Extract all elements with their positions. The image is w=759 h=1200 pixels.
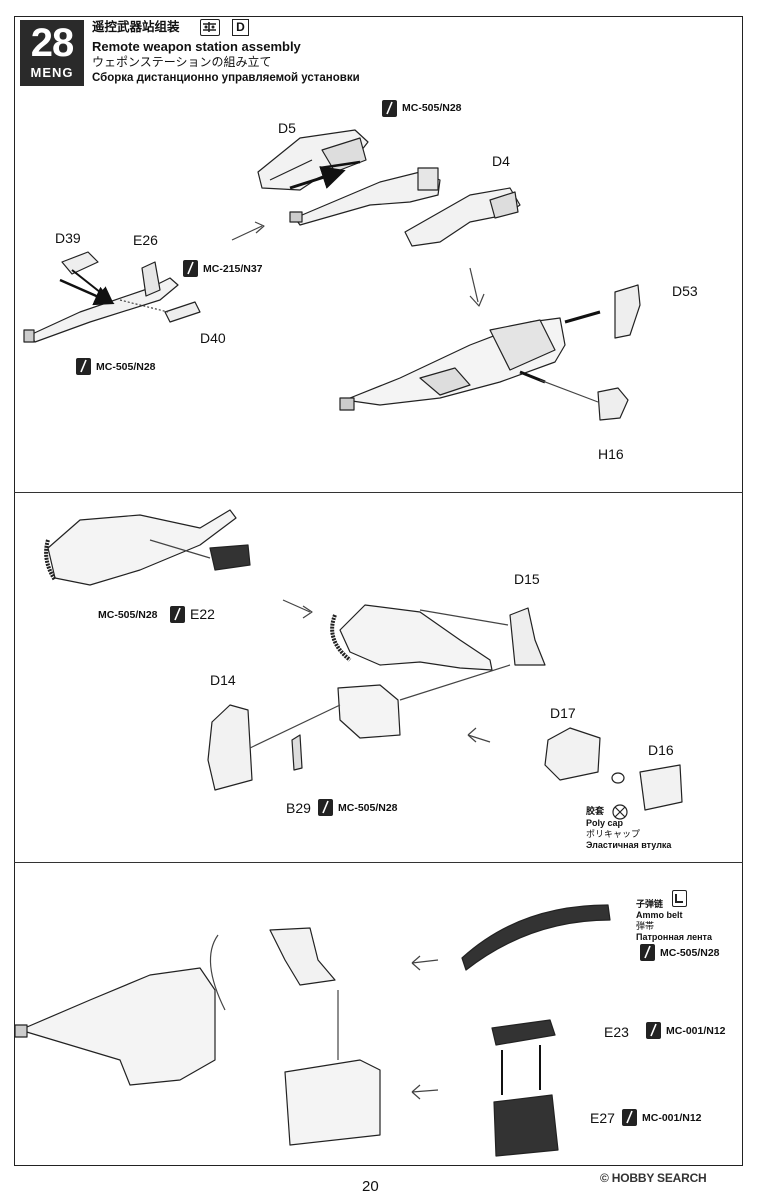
ammo-belt-icon: [672, 890, 687, 907]
part-d17-drawing: [544, 727, 601, 781]
part-d39-drawing: [61, 251, 99, 275]
label-e27: E27: [590, 1110, 615, 1126]
paint-brush-icon: [318, 799, 333, 816]
label-d16: D16: [648, 742, 674, 758]
ammo-box-drawing: [284, 1059, 381, 1146]
paint-code-2: MC-215/N37: [203, 263, 263, 275]
label-d14: D14: [210, 672, 236, 688]
part-d4-drawing: [404, 187, 521, 247]
polycap-ja: ポリキャップ: [586, 829, 641, 839]
part-d14-drawing: [207, 704, 253, 791]
title-ru: Сборка дистанционно управляемой установк…: [92, 72, 360, 84]
paint-code-1: MC-505/N28: [402, 102, 462, 114]
paint-code-6: MC-505/N28: [660, 947, 720, 959]
ammo-belt-en: Ammo belt: [636, 910, 683, 920]
part-b29-drawing: [291, 734, 303, 771]
title-zh: 遥控武器站组装: [92, 20, 180, 34]
paint-code-7: MC-001/N12: [666, 1025, 726, 1037]
paint-brush-icon: [183, 260, 198, 277]
part-e26-barrel-drawing: [23, 261, 179, 343]
label-d5: D5: [278, 120, 296, 136]
label-d39: D39: [55, 230, 81, 246]
section-divider-1: [14, 492, 743, 493]
sprue-tree-icon: [200, 19, 220, 36]
paint-brush-icon: [646, 1022, 661, 1039]
brand-logo: MENG: [30, 65, 74, 80]
sprue-letter-badge: D: [232, 19, 249, 36]
watermark-text: HOBBY SEARCH: [611, 1171, 707, 1185]
label-e22: E22: [190, 606, 215, 622]
gun-barrel-top-drawing: [289, 167, 441, 226]
ammo-belt-ru: Патронная лента: [636, 932, 712, 942]
paint-brush-icon: [640, 944, 655, 961]
paint-code-3: MC-505/N28: [96, 361, 156, 373]
label-d40: D40: [200, 330, 226, 346]
page-frame: [14, 16, 743, 1166]
ammo-belt-zh: 子弹链: [636, 899, 664, 909]
label-d4: D4: [492, 153, 510, 169]
paint-brush-icon: [170, 606, 185, 623]
paint-code-8: MC-001/N12: [642, 1112, 702, 1124]
label-e23: E23: [604, 1024, 629, 1040]
section-divider-2: [14, 862, 743, 863]
final-assembly-drawing: [14, 967, 216, 1086]
label-d15: D15: [514, 571, 540, 587]
paint-brush-icon: [622, 1109, 637, 1126]
label-d17: D17: [550, 705, 576, 721]
part-d53-drawing: [614, 284, 641, 339]
part-e23-drawing: [491, 1019, 556, 1046]
mid-assembly-drawing: [330, 604, 493, 671]
ammo-belt-ja: 弾帯: [636, 921, 655, 931]
assembled-gun-drawing: [339, 317, 566, 411]
step-number: 28: [30, 21, 75, 65]
part-e27-drawing: [493, 1094, 559, 1157]
polycap-ru: Эластичная втулка: [586, 840, 672, 850]
receiver-box-drawing: [337, 684, 401, 739]
title-en: Remote weapon station assembly: [92, 39, 301, 54]
part-e22-drawing: [209, 544, 251, 571]
paint-code-5: MC-505/N28: [338, 802, 398, 814]
polycap-zh: 胶套: [586, 806, 605, 816]
part-d16-drawing: [639, 764, 683, 811]
page-number: 20: [362, 1178, 379, 1195]
watermark-copyright-icon: ©: [600, 1171, 609, 1185]
step-badge: 28 MENG: [20, 20, 84, 86]
label-d53: D53: [672, 283, 698, 299]
watermark: © HOBBY SEARCH: [600, 1171, 707, 1185]
label-b29: B29: [286, 800, 311, 816]
part-d40-drawing: [164, 301, 201, 323]
label-e26: E26: [133, 232, 158, 248]
label-h16: H16: [598, 446, 624, 462]
title-ja: ウェポンステーションの組み立て: [92, 55, 272, 69]
ammo-belt-drawing: [461, 904, 611, 971]
paint-code-4: MC-505/N28: [98, 609, 158, 621]
polycap-en: Poly cap: [586, 818, 624, 828]
paint-brush-icon: [382, 100, 397, 117]
part-d15-drawing: [509, 607, 546, 666]
turret-cradle-drawing: [44, 509, 237, 586]
part-h16-drawing: [597, 387, 629, 421]
paint-brush-icon: [76, 358, 91, 375]
ammo-chute-drawing: [269, 927, 336, 986]
